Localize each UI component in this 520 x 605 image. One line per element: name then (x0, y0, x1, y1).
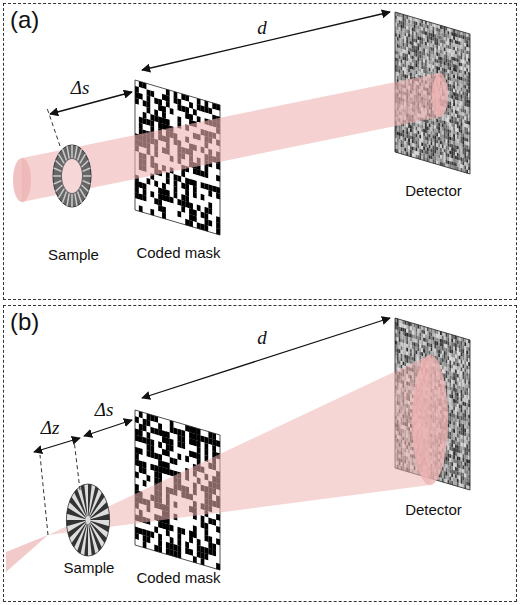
beam-end (13, 158, 31, 202)
dimension-arrow (142, 318, 390, 398)
sample: Sample (59, 479, 119, 576)
coded-mask: Coded mask (126, 406, 231, 586)
detector: Detector (386, 313, 481, 518)
sample-stripe (59, 189, 65, 198)
dimension-label: d (257, 17, 267, 39)
sample-stripe (63, 192, 67, 203)
sample-stripe (63, 149, 67, 160)
beam-end (432, 73, 448, 117)
sample-stripe (71, 145, 73, 158)
part-name: Detector (366, 182, 501, 199)
panel-frame: (b)DetectorSampleCoded mask (3, 305, 517, 602)
panel-letter: (b) (10, 308, 39, 336)
sample: Sample (41, 141, 106, 263)
sample-stripe (56, 185, 63, 192)
beam-diverging (48, 355, 430, 535)
part-name: Detector (366, 501, 501, 518)
sample-stripe (71, 194, 73, 207)
dimension-label: Δs (71, 77, 90, 99)
sample-stripe (53, 175, 61, 177)
sample-ring (53, 145, 91, 207)
dimension-label: d (257, 327, 267, 349)
dimension-label: Δz (41, 417, 60, 439)
dimension-label: Δs (95, 399, 114, 421)
sample-stripe (78, 192, 82, 203)
sample-stripe (56, 161, 63, 168)
sample-stripe (78, 149, 82, 160)
sample-stripe (83, 168, 91, 171)
detector: Detector (386, 9, 481, 199)
panel-frame: (a)DetectorSampleCoded mask (3, 3, 517, 300)
sample-stripe (59, 154, 65, 163)
panel-letter: (a) (10, 6, 39, 34)
sample-stripe (75, 146, 77, 159)
sample-stripe (82, 185, 89, 192)
sample-stripe (80, 189, 86, 198)
sample-stripe (82, 161, 89, 168)
dimension-arrow (142, 12, 390, 70)
part-name: Sample (21, 246, 126, 263)
sample-stripe (54, 168, 62, 171)
siemens-star (66, 484, 109, 556)
sample-stripe (54, 181, 62, 184)
reference-line (74, 440, 80, 490)
coded-mask: Coded mask (126, 76, 231, 261)
setup-b (6, 318, 470, 572)
sample-hole (62, 159, 82, 193)
sample-stripe (83, 175, 91, 177)
part-name: Coded mask (106, 569, 251, 586)
part-name: Coded mask (106, 244, 251, 261)
sample-stripe (80, 154, 86, 163)
sample-stripe (67, 193, 69, 206)
beam-end (412, 355, 448, 485)
dimension-arrow (84, 420, 132, 436)
sample-stripe (67, 146, 69, 159)
dimension-arrow (50, 92, 132, 114)
dimension-arrow (34, 438, 80, 452)
sample-stripe (75, 193, 77, 206)
reference-line (40, 455, 48, 535)
part-name: Sample (39, 559, 139, 576)
setup-a (13, 12, 470, 235)
sample-stripe (83, 181, 91, 184)
beam-converging (6, 535, 48, 572)
